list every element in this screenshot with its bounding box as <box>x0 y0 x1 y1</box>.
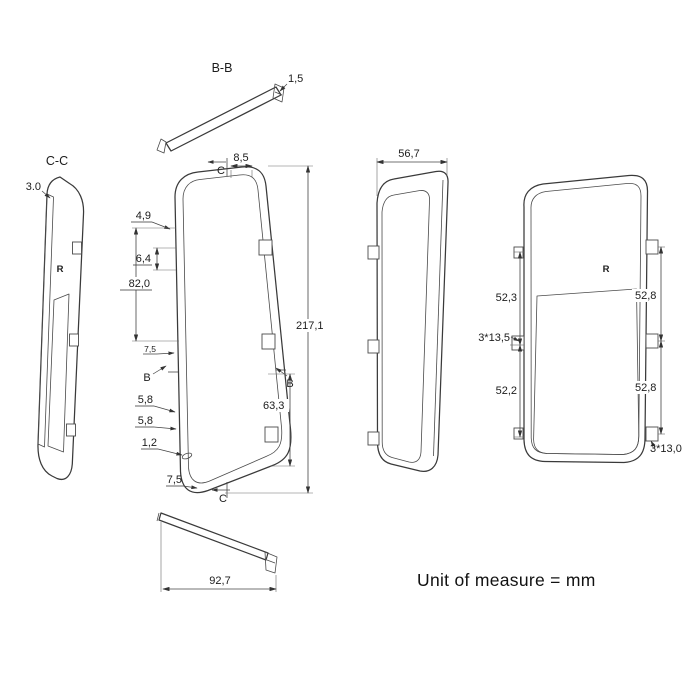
front-dim58b-label: 5,8 <box>138 415 153 427</box>
front-dim58a-label: 5,8 <box>138 394 153 406</box>
front-dim82-label: 82,0 <box>129 278 150 290</box>
rear-dim522-label: 52,2 <box>496 385 517 397</box>
front-height-label: 217,1 <box>296 320 324 332</box>
front-dim12-leader <box>157 448 183 456</box>
front-dim633-label-bg <box>261 399 289 412</box>
cc-r-marking: R <box>57 264 64 275</box>
rear-dim523-label-bg <box>492 291 519 304</box>
section-bb-label: B-B <box>212 61 233 75</box>
front-dim75bot-leader <box>182 485 198 490</box>
rear-inner-outline <box>530 182 642 455</box>
view-bottom: 92,7 <box>156 512 278 592</box>
rear-clip-tab-left-top <box>513 246 524 259</box>
cc-outline <box>37 176 85 480</box>
rear-dim3135-leader <box>510 336 520 342</box>
section-c-letter-top: C <box>217 165 225 177</box>
front-clip-tab-mid <box>261 333 276 350</box>
rear-dim3130-leader <box>650 440 656 449</box>
front-clip-tab-bottom <box>264 426 279 443</box>
rear-dim3130-label: 3*13,0 <box>650 443 682 455</box>
unit-of-measure-note: Unit of measure = mm <box>417 570 596 590</box>
side-clip-tab-mid <box>367 339 380 354</box>
rear-clip-tab-right-top <box>645 239 659 255</box>
front-dim58b-leader <box>153 426 177 431</box>
bottom-length-label: 92,7 <box>209 575 230 587</box>
view-front: C C B B 8,5 4,9 6,4 82,0 7,5 <box>120 152 330 505</box>
bottom-left-edge-tick <box>156 512 160 522</box>
view-section-cc: C-C R 3.0 <box>26 154 85 480</box>
side-clip-tab-bottom <box>367 431 380 446</box>
rear-dim3135-label: 3*13,5 <box>478 332 510 344</box>
front-dim82-label-bg <box>120 277 152 290</box>
front-dim58a-leader <box>153 405 176 413</box>
rear-dim522-label-bg <box>492 384 519 397</box>
cc-wall-dim: 3.0 <box>26 181 41 193</box>
front-dim75mid-leader <box>156 351 175 356</box>
bb-thickness-leader <box>279 83 288 92</box>
cc-wall-section-hatch <box>37 193 54 448</box>
bottom-hook-detail-line <box>266 559 276 564</box>
front-slot-detail <box>181 452 193 460</box>
side-width-label: 56,7 <box>398 148 419 160</box>
bb-left-foot <box>156 138 167 154</box>
rear-dim3135-label-bg <box>477 330 511 343</box>
rear-clip-tab-right-mid <box>645 333 659 349</box>
front-height-label-bg <box>294 319 330 332</box>
side-clip-tab-top <box>367 245 380 260</box>
section-c-letter-bottom: C <box>219 493 227 505</box>
rear-r-marking: R <box>603 264 610 275</box>
section-b-arrow-left <box>152 365 167 375</box>
side-outline <box>376 170 449 473</box>
bb-thickness-dim: 1,5 <box>288 73 303 85</box>
front-dim75bot-label: 7,5 <box>167 474 182 486</box>
rear-dim523-label: 52,3 <box>496 292 517 304</box>
bb-bracket-detail-line <box>274 91 283 96</box>
view-section-bb: B-B 1,5 <box>156 61 303 154</box>
side-contour-line <box>433 179 444 457</box>
front-dim75mid-label: 7,5 <box>144 344 156 354</box>
bb-right-bracket <box>272 83 285 103</box>
rear-dim528b-label: 52,8 <box>635 382 656 394</box>
cc-wall-leader <box>41 190 51 199</box>
bb-strip-section <box>165 86 282 152</box>
rear-grille-hex-area <box>533 288 640 455</box>
front-dim64-label: 6,4 <box>136 253 151 265</box>
front-outer-outline <box>174 166 292 494</box>
rear-dim528b-label-bg <box>632 381 660 394</box>
cc-perforation-band <box>47 293 70 453</box>
bottom-strip-section <box>158 512 269 561</box>
rear-outer-outline <box>523 174 649 464</box>
view-side: 56,7 <box>367 148 449 473</box>
front-dim12-label: 1,2 <box>142 437 157 449</box>
cc-clip-tab-mid <box>69 333 79 347</box>
front-dim633-label: 63,3 <box>263 400 284 412</box>
section-b-arrow-right <box>275 367 288 377</box>
cc-clip-tab-top <box>72 241 82 255</box>
rear-dim528a-label-bg <box>632 289 660 302</box>
rear-dim528a-label: 52,8 <box>635 290 656 302</box>
front-dim85-label: 8,5 <box>233 152 248 164</box>
front-dim49-label: 4,9 <box>136 210 151 222</box>
section-cc-label: C-C <box>46 154 68 168</box>
bottom-right-hook <box>264 551 278 574</box>
front-clip-tab-top <box>258 239 273 256</box>
section-b-letter-left: B <box>143 372 150 384</box>
cc-clip-tab-bottom <box>66 423 76 437</box>
rear-clip-tab-right-bottom <box>645 426 659 442</box>
view-rear: R 52,3 3*13,5 52,2 52,8 52,8 3*13,0 <box>477 174 682 464</box>
rear-clip-tab-left-bottom <box>513 427 524 440</box>
front-grille-hex-area <box>182 174 283 484</box>
side-perforation-band <box>381 190 430 463</box>
